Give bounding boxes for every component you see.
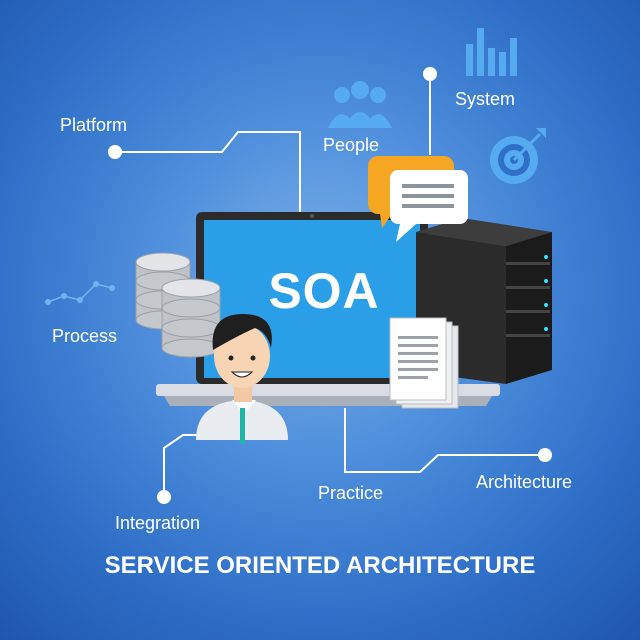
integration-dot [157,490,171,504]
label-process: Process [52,326,118,346]
people-icon [328,81,392,128]
architecture-connector [344,408,545,473]
person-avatar [196,314,288,444]
integration-connector [163,434,215,497]
target-icon [490,128,546,184]
connector-lines [115,75,545,497]
label-architecture: Architecture [476,472,573,492]
system-dot [423,67,437,81]
process-trend-icon [45,281,115,305]
platform-connector [115,131,301,212]
document-icon [389,317,459,409]
label-system: System [455,89,516,109]
footer-title: SERVICE ORIENTED ARCHITECTURE [104,552,536,579]
label-platform: Platform [60,115,128,135]
connector-dots [108,67,552,504]
database-icon [135,252,221,358]
bar-chart-icon [466,28,517,76]
architecture-dot [538,448,552,462]
platform-dot [108,145,122,159]
laptop-screen-text: SOA [268,263,380,319]
label-integration: Integration [115,513,201,533]
chat-bubble-icon [368,156,468,242]
label-people: People [323,135,380,155]
label-practice: Practice [318,483,384,503]
